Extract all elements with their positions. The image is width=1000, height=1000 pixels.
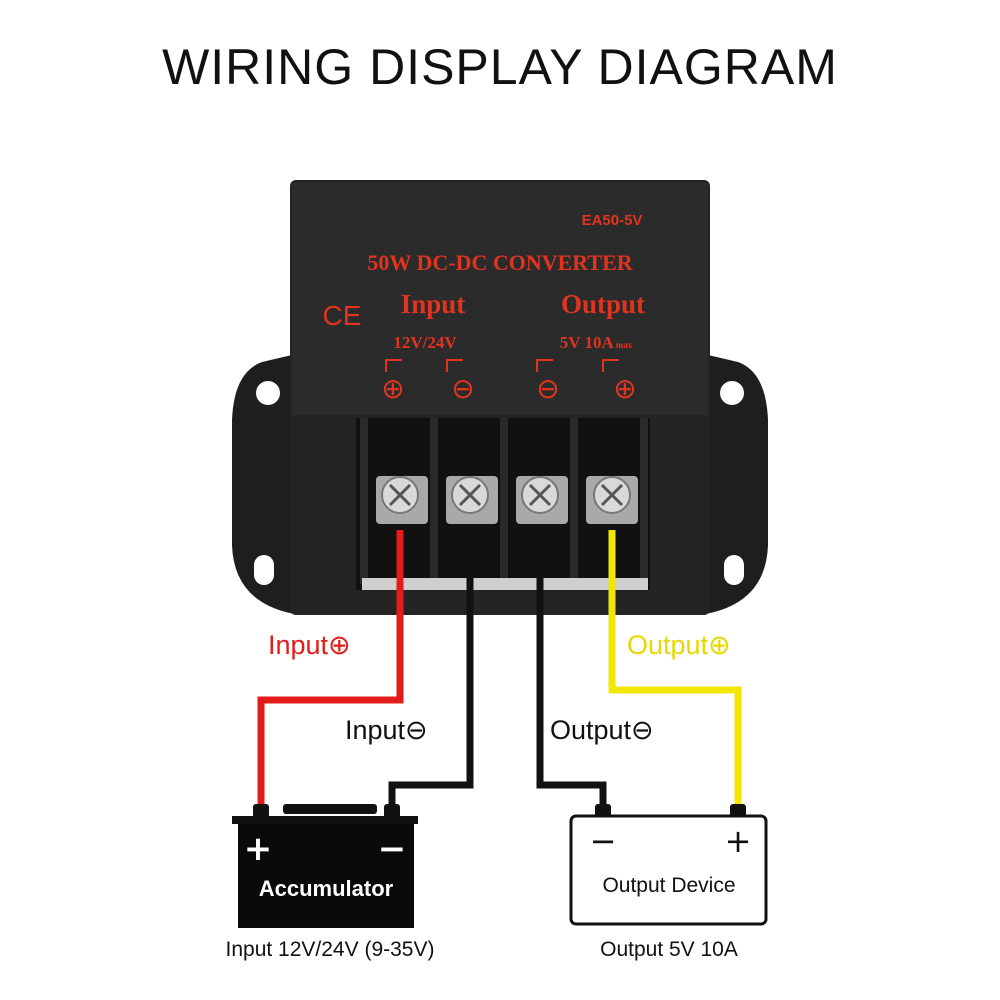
battery-body: [238, 824, 414, 928]
yellow-wire-output-positive: [608, 530, 742, 808]
black-wire-input-negative: [388, 530, 474, 808]
input-positive-label: Input⊕: [268, 630, 351, 660]
input-heading: Input: [401, 289, 466, 319]
converter-top-face: [292, 183, 708, 415]
battery-minus-lug: [384, 804, 400, 818]
output-rating-value: 5V 10A: [560, 333, 615, 352]
page-title: WIRING DISPLAY DIAGRAM: [162, 39, 838, 95]
load-minus-sign: −: [590, 822, 617, 860]
load-plus-sign: +: [725, 822, 752, 860]
terminal-screw-4: [586, 476, 638, 524]
model-number: EA50-5V: [582, 212, 643, 229]
battery-caption: Input 12V/24V (9-35V): [225, 938, 435, 961]
red-wire-input-positive: [257, 530, 404, 808]
terminal-2-minus-symbol: ⊖: [451, 372, 474, 405]
load-caption: Output 5V 10A: [600, 938, 738, 961]
terminal-brackets: [385, 359, 619, 372]
battery-plus-sign: +: [244, 829, 273, 869]
battery-lid: [232, 816, 418, 824]
terminal-screw-1: [376, 476, 428, 524]
load-box: [569, 814, 768, 926]
output-rating-suffix: max: [616, 340, 633, 350]
converter-name: 50W DC-DC CONVERTER: [367, 250, 633, 275]
battery-label: Accumulator: [259, 876, 394, 901]
terminal-separators: [360, 418, 648, 584]
terminal-screw-3: [516, 476, 568, 524]
input-negative-label: Input⊖: [345, 715, 428, 745]
terminal-1-plus-symbol: ⊕: [381, 372, 404, 405]
terminal-base-strip: [362, 578, 648, 590]
load-label: Output Device: [602, 874, 735, 897]
right-mount-hole-top: [720, 381, 744, 405]
left-mount-hole-bottom: [254, 555, 274, 585]
output-heading: Output: [561, 289, 645, 319]
left-mount-hole-top: [256, 381, 280, 405]
ce-mark: CE: [323, 300, 362, 331]
terminal-3-minus-symbol: ⊖: [536, 372, 559, 405]
battery-plus-lug: [253, 804, 269, 818]
input-rating: 12V/24V: [393, 333, 457, 352]
battery-minus-sign: −: [378, 829, 407, 869]
output-positive-label: Output⊕: [627, 630, 731, 660]
output-negative-label: Output⊖: [550, 715, 654, 745]
right-mount-hole-bottom: [724, 555, 744, 585]
terminal-4-plus-symbol: ⊕: [613, 372, 636, 405]
battery-top-cap: [283, 804, 377, 814]
black-wire-output-negative: [536, 530, 607, 808]
terminal-screw-2: [446, 476, 498, 524]
